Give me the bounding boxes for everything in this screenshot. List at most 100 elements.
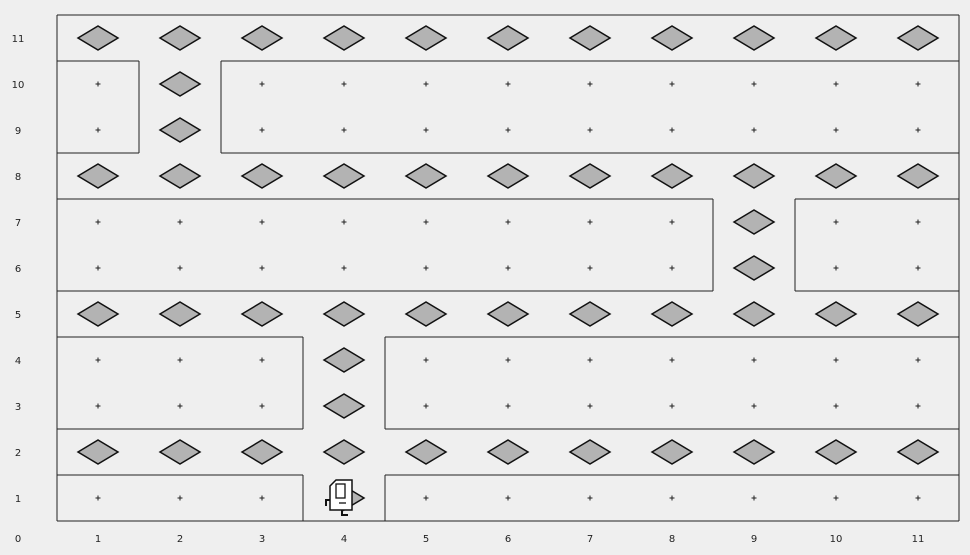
diamond-icon bbox=[240, 301, 284, 327]
plus-icon bbox=[915, 357, 921, 363]
plus-icon bbox=[587, 127, 593, 133]
y-axis-tick-label: 5 bbox=[15, 310, 21, 321]
plus-icon bbox=[341, 81, 347, 87]
y-axis-tick-label: 11 bbox=[12, 34, 25, 45]
plus-icon bbox=[669, 219, 675, 225]
plus-icon bbox=[587, 81, 593, 87]
diamond-icon bbox=[486, 25, 530, 51]
plus-icon bbox=[423, 495, 429, 501]
diamond-icon bbox=[814, 163, 858, 189]
diamond-icon bbox=[732, 301, 776, 327]
diamond-icon bbox=[896, 301, 940, 327]
plus-icon bbox=[259, 127, 265, 133]
robot bbox=[325, 479, 366, 516]
plus-icon bbox=[915, 127, 921, 133]
plus-icon bbox=[587, 357, 593, 363]
plus-icon bbox=[669, 127, 675, 133]
diamond-icon bbox=[76, 301, 120, 327]
karel-robot-icon bbox=[325, 479, 353, 516]
x-axis-tick-label: 2 bbox=[177, 534, 183, 545]
plus-icon bbox=[669, 495, 675, 501]
diamond-icon bbox=[404, 301, 448, 327]
diamond-icon bbox=[322, 301, 366, 327]
plus-icon bbox=[95, 357, 101, 363]
plus-icon bbox=[505, 403, 511, 409]
plus-icon bbox=[669, 265, 675, 271]
y-axis-tick-label: 6 bbox=[15, 264, 21, 275]
robot-screen bbox=[335, 483, 346, 499]
robot-left-foot bbox=[325, 499, 330, 506]
diamond-icon bbox=[322, 439, 366, 465]
plus-icon bbox=[259, 219, 265, 225]
robot-right-foot bbox=[341, 510, 348, 516]
plus-icon bbox=[177, 403, 183, 409]
x-axis-tick-label: 4 bbox=[341, 534, 347, 545]
y-axis-tick-label: 10 bbox=[12, 80, 25, 91]
diamond-icon bbox=[322, 25, 366, 51]
plus-icon bbox=[177, 219, 183, 225]
y-axis-tick-label: 7 bbox=[15, 218, 21, 229]
diamond-icon bbox=[158, 71, 202, 97]
plus-icon bbox=[259, 265, 265, 271]
diamond-icon bbox=[650, 25, 694, 51]
plus-icon bbox=[259, 81, 265, 87]
plus-icon bbox=[751, 357, 757, 363]
diamond-icon bbox=[404, 25, 448, 51]
diamond-icon bbox=[814, 439, 858, 465]
plus-icon bbox=[833, 265, 839, 271]
y-axis-tick-label: 8 bbox=[15, 172, 21, 183]
diamond-icon bbox=[814, 301, 858, 327]
diamond-icon bbox=[896, 439, 940, 465]
plus-icon bbox=[833, 127, 839, 133]
plus-icon bbox=[95, 495, 101, 501]
plus-icon bbox=[751, 127, 757, 133]
plus-icon bbox=[915, 81, 921, 87]
plus-icon bbox=[587, 219, 593, 225]
diamond-icon bbox=[76, 439, 120, 465]
plus-icon bbox=[95, 127, 101, 133]
y-axis-tick-label: 4 bbox=[15, 356, 21, 367]
plus-icon bbox=[751, 81, 757, 87]
diamond-icon bbox=[732, 439, 776, 465]
plus-icon bbox=[341, 265, 347, 271]
x-axis-tick-label: 6 bbox=[505, 534, 511, 545]
diamond-icon bbox=[322, 347, 366, 373]
plus-icon bbox=[505, 495, 511, 501]
x-axis-tick-label: 9 bbox=[751, 534, 757, 545]
x-axis-tick-label: 10 bbox=[830, 534, 843, 545]
diamond-icon bbox=[568, 439, 612, 465]
plus-icon bbox=[587, 403, 593, 409]
plus-icon bbox=[423, 403, 429, 409]
plus-icon bbox=[587, 265, 593, 271]
plus-icon bbox=[259, 403, 265, 409]
plus-icon bbox=[505, 127, 511, 133]
x-axis-tick-label: 3 bbox=[259, 534, 265, 545]
plus-icon bbox=[915, 265, 921, 271]
x-axis-tick-label: 1 bbox=[95, 534, 101, 545]
plus-icon bbox=[95, 81, 101, 87]
plus-icon bbox=[505, 81, 511, 87]
y-axis-tick-label: 9 bbox=[15, 126, 21, 137]
x-axis-tick-label: 0 bbox=[15, 534, 21, 545]
plus-icon bbox=[177, 265, 183, 271]
diamond-icon bbox=[568, 301, 612, 327]
plus-icon bbox=[915, 219, 921, 225]
plus-icon bbox=[95, 219, 101, 225]
diamond-icon bbox=[568, 25, 612, 51]
plus-icon bbox=[751, 495, 757, 501]
plus-icon bbox=[177, 357, 183, 363]
diamond-icon bbox=[404, 439, 448, 465]
plus-icon bbox=[833, 403, 839, 409]
beepers bbox=[76, 25, 940, 465]
plus-icon bbox=[423, 127, 429, 133]
diamond-icon bbox=[650, 301, 694, 327]
diamond-icon bbox=[158, 117, 202, 143]
x-axis-tick-label: 7 bbox=[587, 534, 593, 545]
plus-icon bbox=[505, 357, 511, 363]
plus-icon bbox=[95, 265, 101, 271]
corner-markers bbox=[95, 81, 921, 501]
diamond-icon bbox=[158, 25, 202, 51]
diamond-icon bbox=[568, 163, 612, 189]
diamond-icon bbox=[486, 439, 530, 465]
